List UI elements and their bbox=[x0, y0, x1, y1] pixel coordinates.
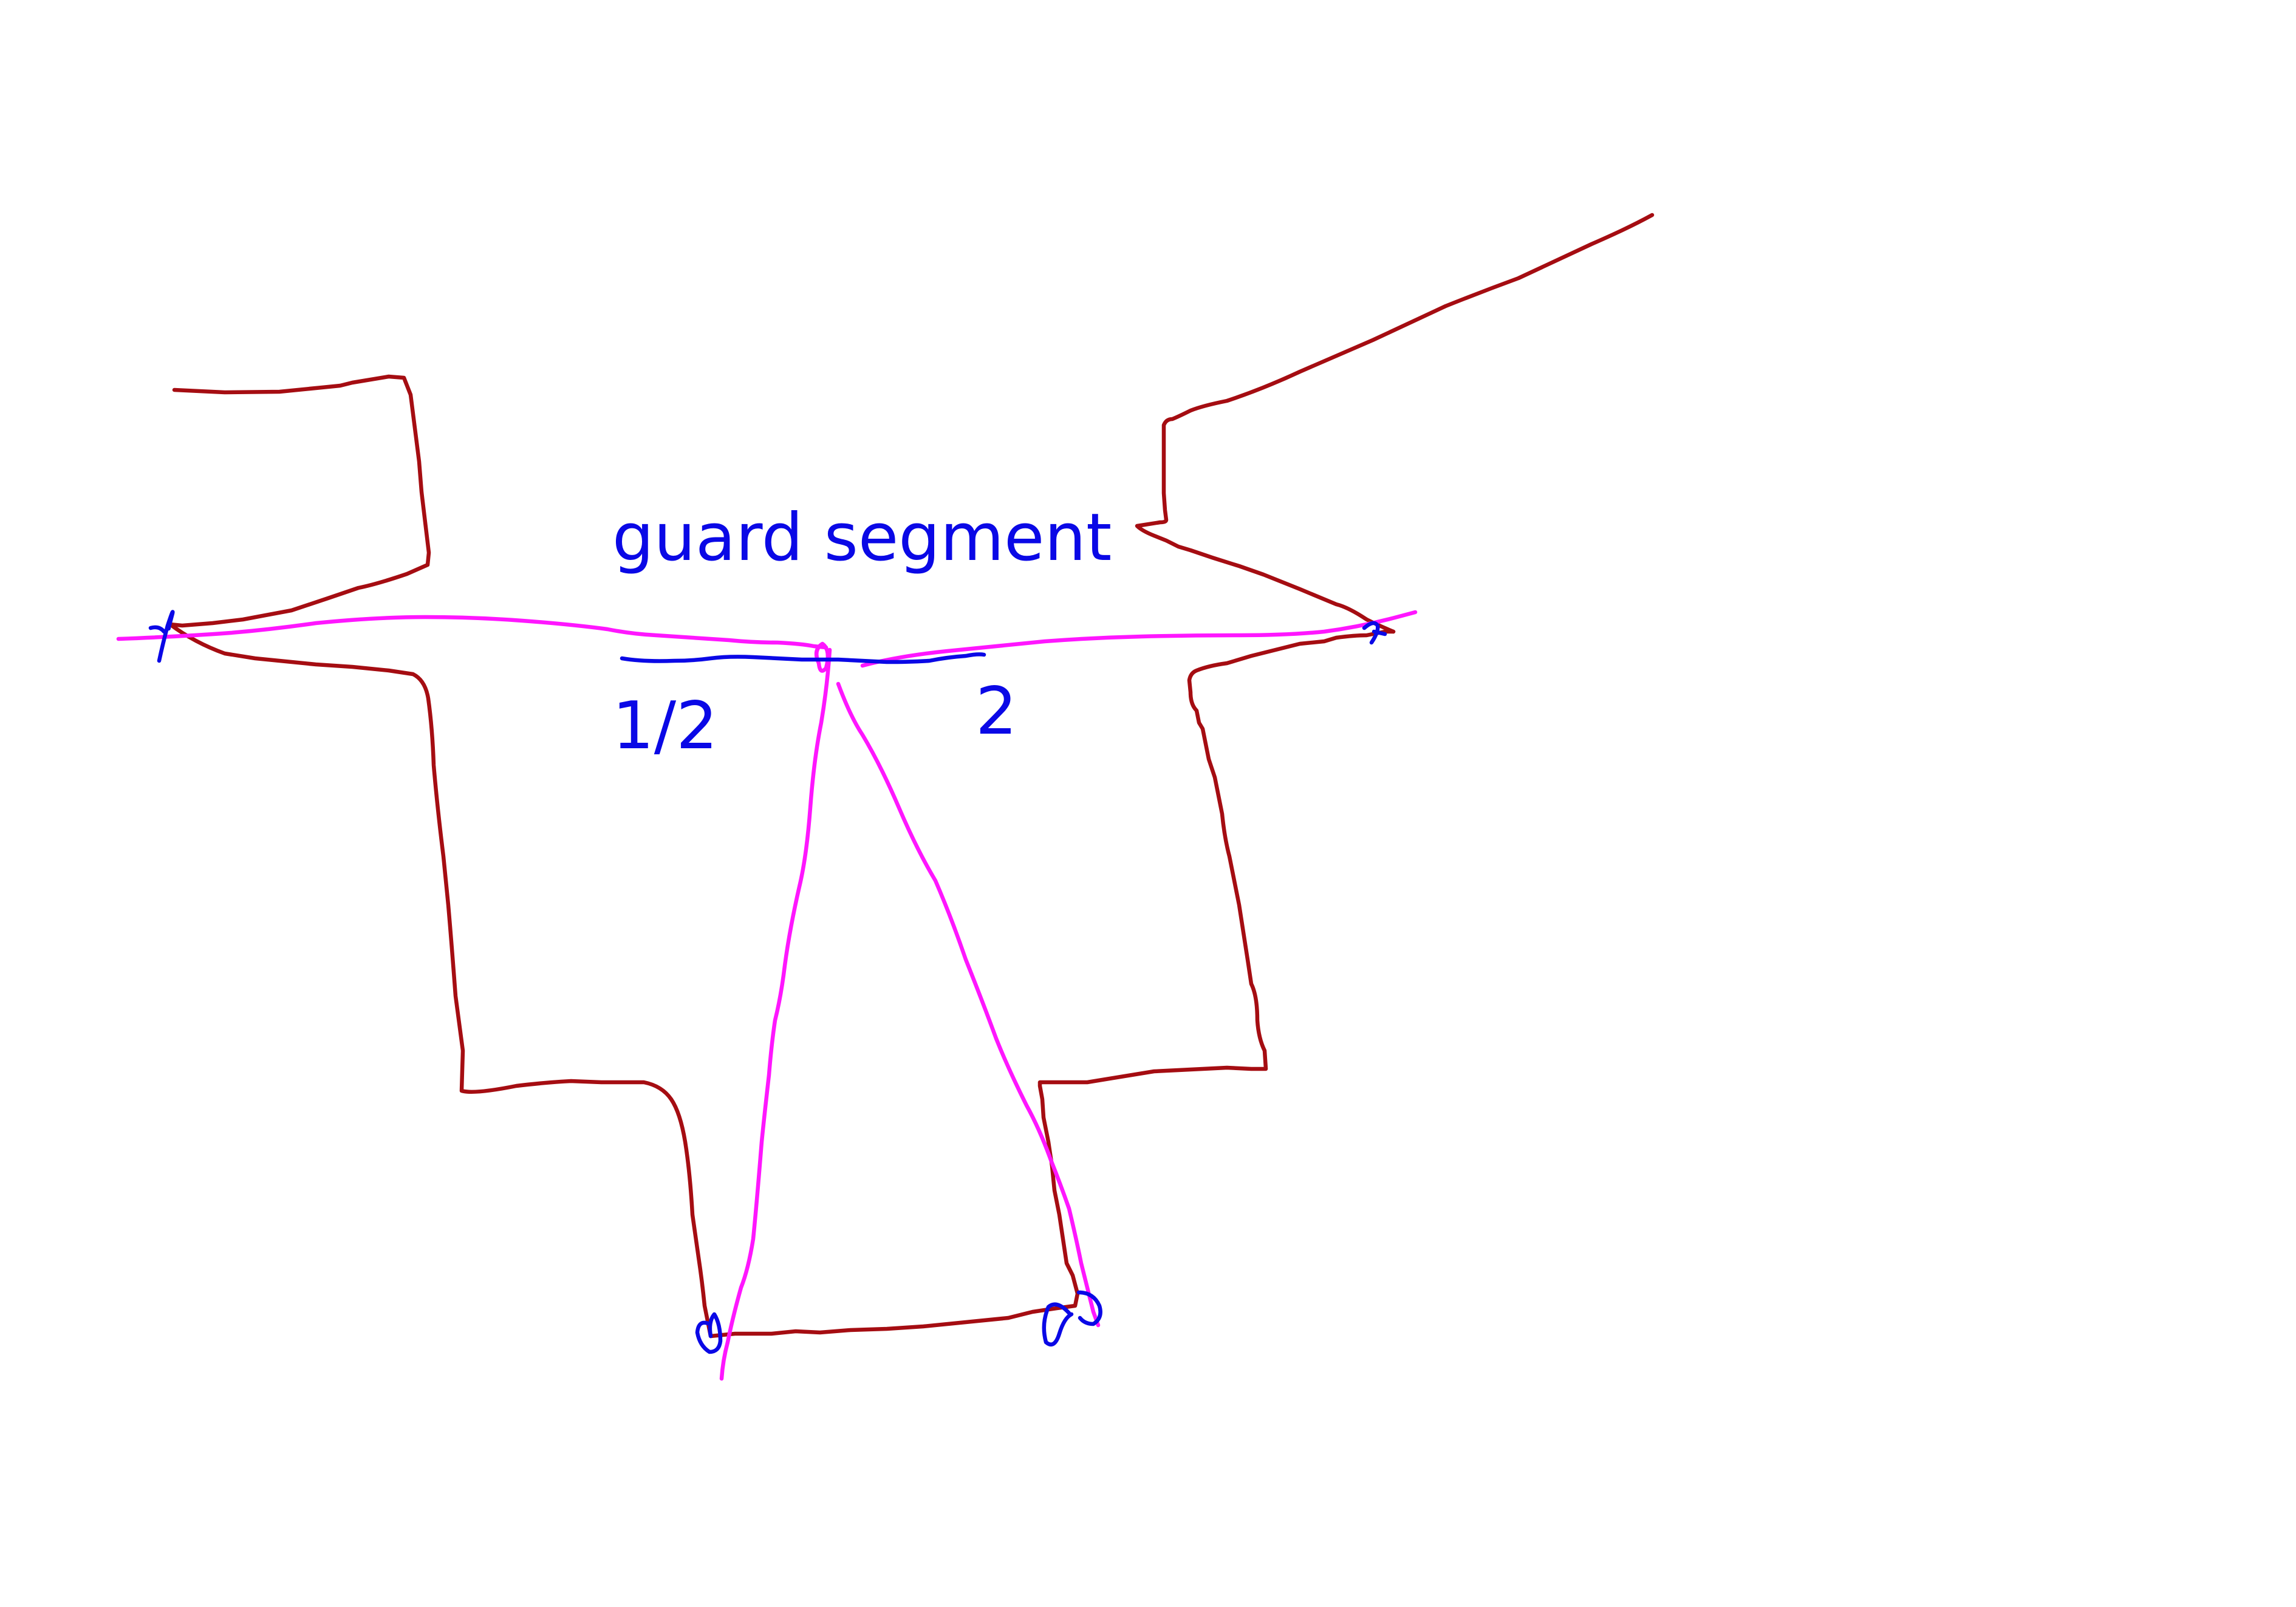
endpoint-mark-right bbox=[1362, 621, 1387, 645]
left-ratio-label: 1/2 bbox=[612, 688, 718, 764]
endpoint-mark-bottom-left bbox=[695, 1312, 723, 1354]
endpoint-mark-left bbox=[148, 610, 175, 663]
guard-line-right bbox=[860, 610, 1418, 668]
outline-main-body bbox=[168, 622, 1396, 1339]
guard-segment-underline bbox=[620, 652, 986, 664]
endpoint-mark-bottom-right bbox=[1042, 1290, 1102, 1346]
guard-segment-label: guard segment bbox=[612, 500, 1112, 576]
outline-right-upper bbox=[1135, 213, 1655, 634]
center-mark bbox=[814, 641, 830, 673]
construction-line-left-down bbox=[719, 647, 832, 1381]
right-ratio-label: 2 bbox=[975, 674, 1017, 749]
guard-line-left bbox=[116, 615, 829, 650]
construction-line-right-down bbox=[836, 681, 1101, 1328]
outline-left-upper bbox=[168, 374, 431, 628]
